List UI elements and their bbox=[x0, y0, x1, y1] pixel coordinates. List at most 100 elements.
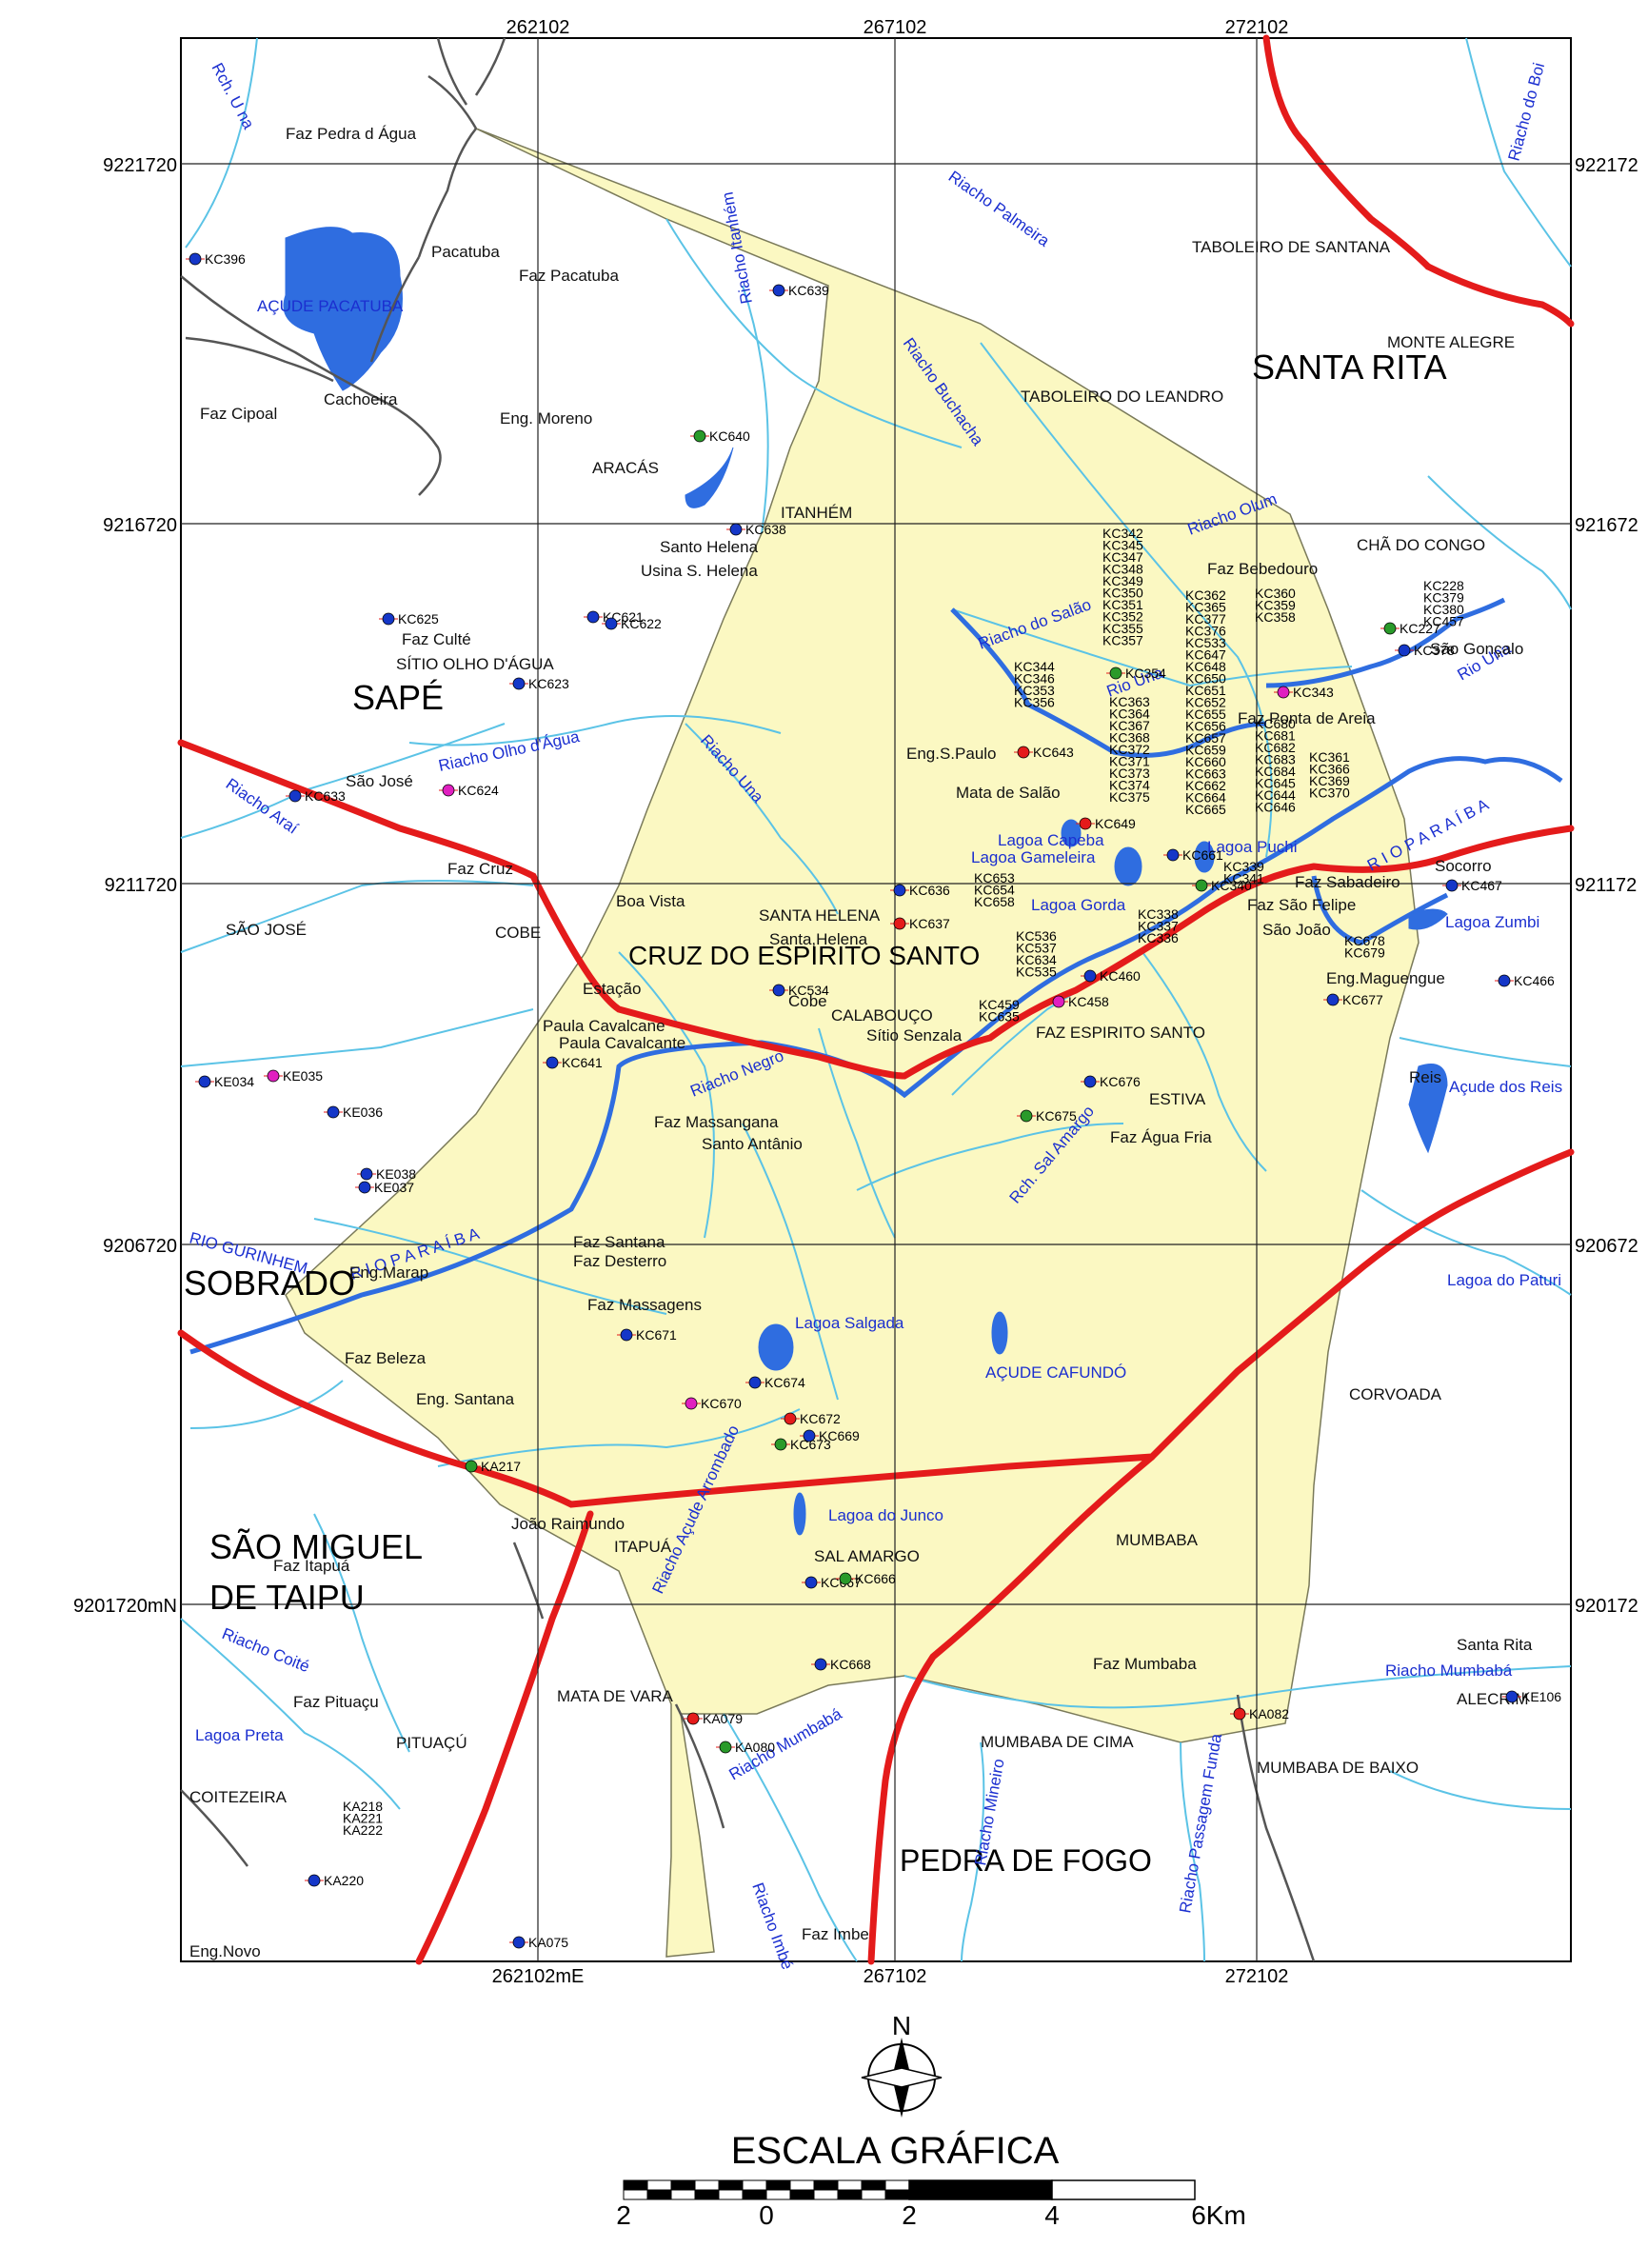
sample-point-label: KC655 bbox=[1185, 706, 1226, 722]
sample-point-label: KC684 bbox=[1255, 764, 1296, 779]
sample-point-label: KC623 bbox=[528, 676, 569, 691]
sample-point: KA217 bbox=[462, 1459, 521, 1474]
sample-point-label: KC634 bbox=[1016, 952, 1057, 967]
scale-segment bbox=[623, 2179, 648, 2191]
sample-point: KC668 bbox=[811, 1657, 871, 1672]
sample-point-label: KC358 bbox=[1255, 609, 1296, 625]
sample-point: KE034 bbox=[195, 1074, 254, 1089]
sample-point-icon bbox=[1383, 622, 1397, 635]
sample-point: KE106 bbox=[1502, 1689, 1561, 1704]
major-place-pedra-de-fogo: PEDRA DE FOGO bbox=[900, 1843, 1152, 1878]
place-label: Faz Cipoal bbox=[200, 405, 277, 423]
sample-point-icon bbox=[1020, 1109, 1033, 1123]
sample-point-label: KE106 bbox=[1521, 1689, 1561, 1704]
scale-segment bbox=[765, 2179, 791, 2191]
scale-segment bbox=[837, 2179, 863, 2191]
water-label: Riacho Mumbabá bbox=[1385, 1661, 1513, 1680]
sample-point: KC636 bbox=[890, 883, 950, 898]
sample-point-icon bbox=[605, 617, 618, 630]
sample-point-label: KC535 bbox=[1016, 965, 1057, 980]
sample-point-stack: KC363KC364KC367KC368KC372KC371KC373KC374… bbox=[1109, 694, 1150, 805]
sample-point: KC625 bbox=[379, 611, 439, 627]
scale-segment bbox=[861, 2179, 886, 2191]
place-label: Faz Pituaçu bbox=[293, 1693, 379, 1711]
sample-point-label: KC349 bbox=[1102, 573, 1143, 588]
sample-point-icon bbox=[1505, 1690, 1519, 1703]
sample-point-label: KC374 bbox=[1109, 778, 1150, 793]
sample-point-label: KC338 bbox=[1138, 906, 1179, 922]
water-label: Lagoa Preta bbox=[195, 1726, 284, 1744]
sample-point-label: KC458 bbox=[1068, 994, 1109, 1009]
sample-point-label: KC359 bbox=[1255, 598, 1296, 613]
place-label: Cachoeira bbox=[324, 390, 398, 408]
sample-point: KC637 bbox=[890, 916, 950, 931]
place-label: Faz Desterro bbox=[573, 1252, 666, 1270]
sample-point-label: KC368 bbox=[1109, 730, 1150, 746]
sample-point-label: KC653 bbox=[974, 870, 1015, 885]
sample-point-label: KC380 bbox=[1423, 602, 1464, 617]
sample-point-label: KC356 bbox=[1014, 695, 1055, 710]
sample-point-label: KE037 bbox=[374, 1180, 414, 1195]
place-label: SÃO JOSÉ bbox=[226, 921, 307, 939]
scale-segment bbox=[646, 2179, 672, 2191]
grid-right-5: 920172 bbox=[1575, 1596, 1638, 1617]
sample-point: KE037 bbox=[355, 1180, 414, 1195]
main-rivers bbox=[189, 597, 1563, 1355]
roads-secondary bbox=[180, 37, 1316, 1962]
place-label: Faz Mumbaba bbox=[1093, 1655, 1197, 1673]
sample-point-label: KE035 bbox=[283, 1068, 323, 1084]
sample-point-label: KC363 bbox=[1109, 694, 1150, 709]
place-label: CORVOADA bbox=[1349, 1385, 1442, 1403]
sample-point-label: KC371 bbox=[1109, 754, 1150, 769]
sample-point: KC666 bbox=[836, 1571, 896, 1586]
sample-point-label: KC362 bbox=[1185, 587, 1226, 603]
sample-point-label: KC378 bbox=[1414, 643, 1455, 658]
place-label: Sítio Senzala bbox=[866, 1026, 963, 1044]
sample-point-label: KC373 bbox=[1109, 766, 1150, 781]
place-label: Faz Imbe bbox=[802, 1925, 869, 1943]
sample-point-label: KC364 bbox=[1109, 706, 1150, 722]
sample-point-label: KC674 bbox=[764, 1375, 805, 1390]
water-label: Lagoa Salgada bbox=[795, 1314, 904, 1332]
sample-point: KC343 bbox=[1274, 685, 1334, 700]
sample-point-icon bbox=[308, 1874, 321, 1887]
sample-point-label: KC533 bbox=[1185, 635, 1226, 650]
water-label: Lagoa Gameleira bbox=[971, 848, 1096, 866]
sample-point: KE038 bbox=[357, 1166, 416, 1182]
sample-point: KC667 bbox=[802, 1575, 862, 1590]
sample-point: KC640 bbox=[690, 428, 750, 444]
scale-segment bbox=[813, 2179, 839, 2191]
sample-point-label: KC668 bbox=[830, 1657, 871, 1672]
sample-point-label: KC457 bbox=[1423, 614, 1464, 629]
sample-point-icon bbox=[1083, 969, 1097, 983]
sample-point-label: KC651 bbox=[1185, 683, 1226, 698]
acude-reis-shape bbox=[1408, 1064, 1448, 1154]
sample-point-label: KE034 bbox=[214, 1074, 254, 1089]
place-label: ESTIVA bbox=[1149, 1090, 1206, 1108]
sample-point-label: KC227 bbox=[1400, 621, 1440, 636]
place-label: Faz Culté bbox=[402, 630, 471, 648]
river-network bbox=[180, 37, 1572, 1962]
north-arrow: N bbox=[861, 2011, 943, 2118]
grid-top-1: 262102 bbox=[506, 17, 570, 38]
sample-point-label: KC370 bbox=[1309, 786, 1350, 801]
place-label: PITUAÇÚ bbox=[396, 1734, 467, 1752]
sample-point: KA082 bbox=[1230, 1706, 1289, 1721]
sample-point-icon bbox=[1052, 995, 1065, 1008]
scale-title: ESCALA GRÁFICA bbox=[731, 2129, 1060, 2172]
sample-point: KC340 bbox=[1192, 878, 1252, 893]
water-label: Lagoa do Junco bbox=[828, 1506, 943, 1524]
sample-point-label: KC340 bbox=[1211, 878, 1252, 893]
sample-point-label: KC537 bbox=[1016, 941, 1057, 956]
grid-right-3: 921172 bbox=[1575, 875, 1637, 896]
place-label: Faz São Felipe bbox=[1247, 896, 1356, 914]
sample-point: KC622 bbox=[602, 616, 662, 631]
sample-point-icon bbox=[512, 1936, 526, 1949]
sample-point-icon bbox=[748, 1376, 762, 1389]
sample-point: KC354 bbox=[1106, 666, 1166, 681]
